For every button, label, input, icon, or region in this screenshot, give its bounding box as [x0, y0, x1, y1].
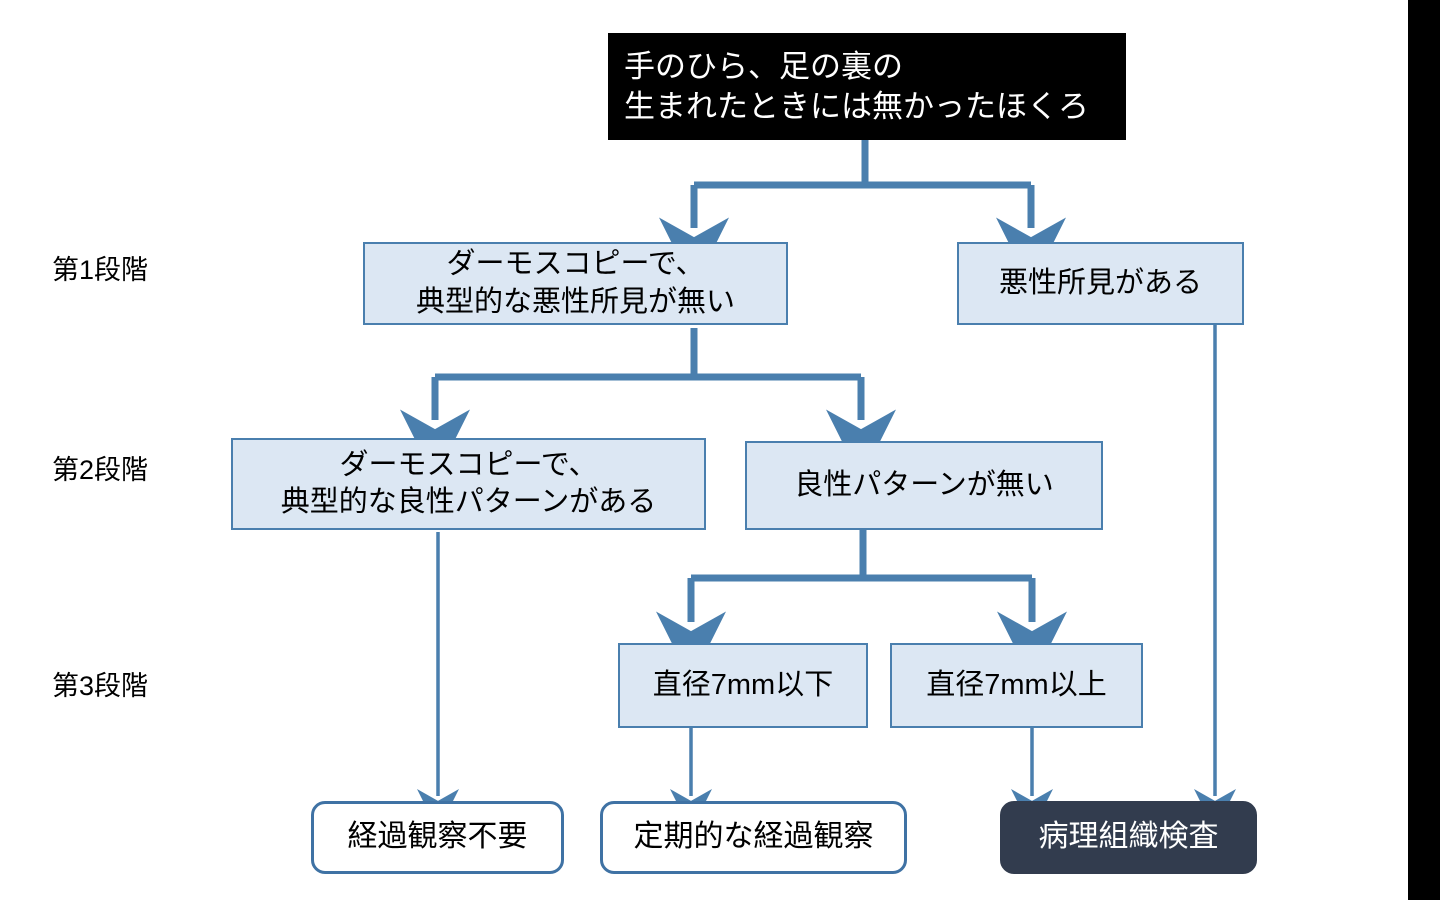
node-stage2-no-benign-pattern[interactable]: 良性パターンが無い: [745, 441, 1103, 530]
node-stage1-malignant-present[interactable]: 悪性所見がある: [957, 242, 1244, 325]
edge-stage1-to-stage2-left: [435, 328, 698, 381]
node-outcome-no-followup[interactable]: 経過観察不要: [311, 801, 564, 874]
stage-label-3: 第3段階: [52, 671, 149, 701]
node-outcome-histopathology[interactable]: 病理組織検査: [1000, 801, 1257, 874]
edge-root-to-stage1-left: [694, 140, 869, 189]
stage-label-1: 第1段階: [52, 255, 149, 285]
stage-label-2: 第2段階: [52, 455, 149, 485]
node-stage1-no-typical-malignant[interactable]: ダーモスコピーで、 典型的な悪性所見が無い: [363, 242, 788, 325]
node-outcome-periodic-followup[interactable]: 定期的な経過観察: [600, 801, 907, 874]
right-edge-bar: [1408, 0, 1440, 900]
node-root-lesion[interactable]: 手のひら、足の裏の 生まれたときには無かったほくろ: [608, 33, 1126, 140]
node-stage2-typical-benign-pattern[interactable]: ダーモスコピーで、 典型的な良性パターンがある: [231, 438, 706, 530]
node-stage3-diameter-7mm-or-less[interactable]: 直径7mm以下: [618, 643, 868, 728]
node-stage3-diameter-7mm-or-more[interactable]: 直径7mm以上: [890, 643, 1143, 728]
edge-stage2-to-stage3-left: [691, 530, 867, 582]
